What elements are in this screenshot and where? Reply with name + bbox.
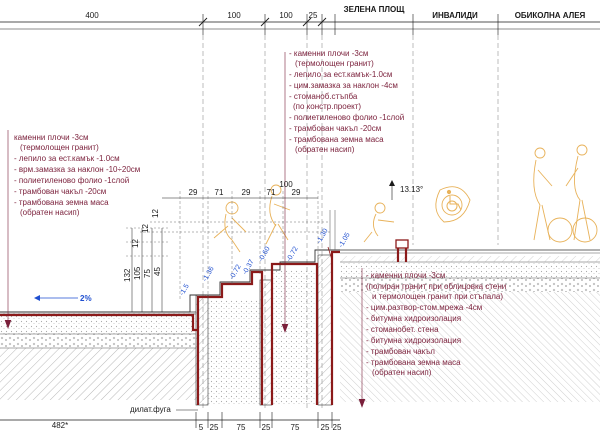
callout-right-line-6: - стоманобет. стена xyxy=(366,325,439,334)
callout-left-line-3: - лепило за ест.камък -1.0см xyxy=(14,154,120,163)
stair-structure xyxy=(0,249,340,406)
level-mark-4: -0.37 xyxy=(242,259,256,276)
top-dim-100b: 100 xyxy=(279,11,293,20)
vdim-12a: 12 xyxy=(151,209,160,218)
bottom-dim-75a: 75 xyxy=(237,423,246,432)
slope-left-label: 2% xyxy=(80,294,92,303)
top-dimension-bar: 400 100 100 25 ЗЕЛЕНА ПЛОЩ ИНВАЛИДИ ОБИК… xyxy=(0,5,600,35)
callout-middle: - каменни плочи -3см (термолощен гранит)… xyxy=(289,49,404,154)
callout-right-line-8: - трамбован чакъл xyxy=(366,347,435,356)
bottom-dimension-bar: 5 25 75 25 75 25 25 482* дилат.фуга xyxy=(0,405,342,432)
top-dim-25: 25 xyxy=(309,11,318,20)
callout-mid-line-5: - стоманоб.стъпба xyxy=(289,92,358,101)
callout-mid-line-8: - трамбован чакъл -20см xyxy=(289,124,381,133)
callout-left: каменни плочи -3см (термолощен гранит) -… xyxy=(14,133,140,217)
figure-sketches xyxy=(213,144,598,253)
zone-alley: ОБИКОЛНА АЛЕЯ xyxy=(515,11,586,20)
callout-right-line-1: - каменни плочи -3см xyxy=(366,271,445,280)
step-dim-3: 29 xyxy=(242,188,251,197)
callout-left-line-8: (обратен насип) xyxy=(20,208,80,217)
callout-left-line-1: каменни плочи -3см xyxy=(14,133,88,142)
callout-left-line-6: - трамбован чакъл -20см xyxy=(14,187,106,196)
step-dim-5: 29 xyxy=(292,188,301,197)
bottom-dim-25a: 25 xyxy=(210,423,219,432)
callout-mid-line-4: - цим.замазка за наклон -4см xyxy=(289,81,398,90)
slope-right-label: 13.13° xyxy=(400,185,423,194)
level-mark-2: -1.36 xyxy=(202,266,216,283)
callout-mid-line-9: - трамбована земна маса xyxy=(289,135,384,144)
level-mark-5: -0.60 xyxy=(258,246,272,263)
callout-mid-line-2: (термолощен гранит) xyxy=(295,59,374,68)
callout-left-line-7: - трамбована земна маса xyxy=(14,198,109,207)
callout-mid-line-1: - каменни плочи -3см xyxy=(289,49,368,58)
callout-mid-line-6: (по констр.проект) xyxy=(293,102,361,111)
zone-disabled: ИНВАЛИДИ xyxy=(432,11,478,20)
step-dim-4: 71 xyxy=(267,188,276,197)
step-dimension-chain: 29 71 29 71 29 100 xyxy=(162,180,319,300)
vdim-12c: 12 xyxy=(131,239,140,248)
zone-green: ЗЕЛЕНА ПЛОЩ xyxy=(344,5,406,14)
callout-left-line-4: - врм.замазка за наклон -10÷20см xyxy=(14,165,140,174)
level-mark-6: -0.72 xyxy=(286,246,300,263)
joint-line xyxy=(327,246,333,261)
vertical-dimension-chain: 12 12 12 132 105 75 45 xyxy=(123,209,170,312)
slope-right: 13.13° xyxy=(389,180,423,200)
vdim-12b: 12 xyxy=(141,224,150,233)
callout-mid-line-3: - лепило за ест.камък-1.0см xyxy=(289,70,392,79)
step-dim-6: 100 xyxy=(279,180,293,189)
bottom-dim-75b: 75 xyxy=(291,423,300,432)
bottom-dim-25b: 25 xyxy=(262,423,271,432)
step-dim-2: 71 xyxy=(215,188,224,197)
callout-right-line-2: (полиран гранит при облицовка стени xyxy=(366,282,506,291)
callout-mid-line-10: (обратен насип) xyxy=(295,145,355,154)
top-dim-400: 400 xyxy=(85,11,99,20)
handrail xyxy=(140,210,336,250)
bottom-dim-25d: 25 xyxy=(333,423,342,432)
vdim-75: 75 xyxy=(143,269,152,278)
callout-right-line-10: (обратен насип) xyxy=(372,368,432,377)
callout-mid-line-7: - полиетиленово фолио -1слой xyxy=(289,113,404,122)
callout-right-line-3: и термолощен гранит при стъпала) xyxy=(372,292,503,301)
callout-right-line-7: - битумна хидроизолация xyxy=(366,336,461,345)
bottom-dim-5: 5 xyxy=(199,423,204,432)
callout-right-line-5: - битумна хидроизолация xyxy=(366,314,461,323)
slope-left: 2% xyxy=(34,294,92,303)
vdim-132: 132 xyxy=(123,268,132,282)
waterproofing-walls xyxy=(0,244,408,405)
callout-right-line-9: - трамбована земна маса xyxy=(366,358,461,367)
callout-leaders xyxy=(4,52,366,408)
bottom-total: 482* xyxy=(52,421,68,430)
vdim-105: 105 xyxy=(133,266,142,280)
level-mark-8: -1.05 xyxy=(338,232,352,249)
level-mark-1: -1.5 xyxy=(179,283,191,297)
callout-left-line-2: (термолощен гранит) xyxy=(20,143,99,152)
level-mark-7: -1.30 xyxy=(316,228,330,245)
step-dim-1: 29 xyxy=(189,188,198,197)
wheelchair-icon xyxy=(446,189,462,212)
ground-layers xyxy=(0,249,600,402)
curb-stone xyxy=(395,239,409,249)
callout-left-line-5: - полиетиленово фолио -1слой xyxy=(14,176,129,185)
expansion-joint-label: дилат.фуга xyxy=(130,405,171,414)
level-mark-3: -0.72 xyxy=(229,264,243,281)
vdim-45: 45 xyxy=(153,267,162,276)
callout-right-line-4: - цим.разтвор-стом.мрежа -4см xyxy=(366,303,482,312)
top-dim-100a: 100 xyxy=(227,11,241,20)
bottom-dim-25c: 25 xyxy=(321,423,330,432)
callout-right: - каменни плочи -3см (полиран гранит при… xyxy=(366,271,506,377)
